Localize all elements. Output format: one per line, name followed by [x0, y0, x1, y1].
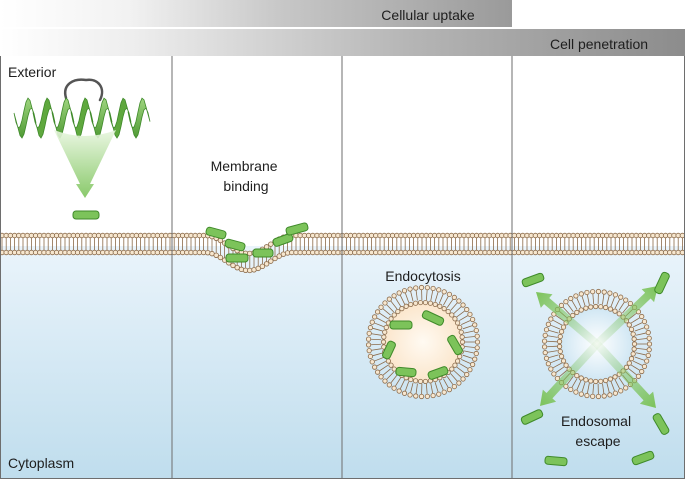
- cellular-uptake-label: Cellular uptake: [381, 7, 475, 23]
- cell-penetration-bar: [0, 29, 685, 56]
- bound-peptides: [205, 222, 309, 263]
- plasma-membrane: [0, 232, 685, 274]
- membrane-binding-label: Membrane binding: [211, 158, 282, 194]
- membrane-binding-panel: Membrane binding: [205, 158, 309, 263]
- escape-arrows: [535, 286, 658, 409]
- released-peptides: [520, 271, 670, 467]
- peptide-rod: [72, 210, 100, 220]
- alpha-helix-peptide: [13, 97, 151, 139]
- endosomal-escape-label: Endosomal escape: [561, 413, 635, 449]
- header: Cellular uptake Cell penetration: [0, 0, 685, 56]
- exterior-label: Exterior: [8, 64, 57, 80]
- peptide-panel: [13, 78, 151, 220]
- uptake-cone-arrow: [54, 130, 116, 198]
- cell-penetration-label: Cell penetration: [550, 36, 648, 52]
- peptide-loop: [63, 78, 104, 102]
- cellular-uptake-bar: [0, 0, 512, 27]
- endosomal-escape-panel: Endosomal escape: [520, 271, 670, 467]
- cytoplasm-label: Cytoplasm: [8, 455, 74, 471]
- endosome-vesicle: [365, 284, 481, 400]
- endocytosis-label: Endocytosis: [385, 268, 460, 284]
- endocytosis-panel: Endocytosis: [365, 268, 481, 400]
